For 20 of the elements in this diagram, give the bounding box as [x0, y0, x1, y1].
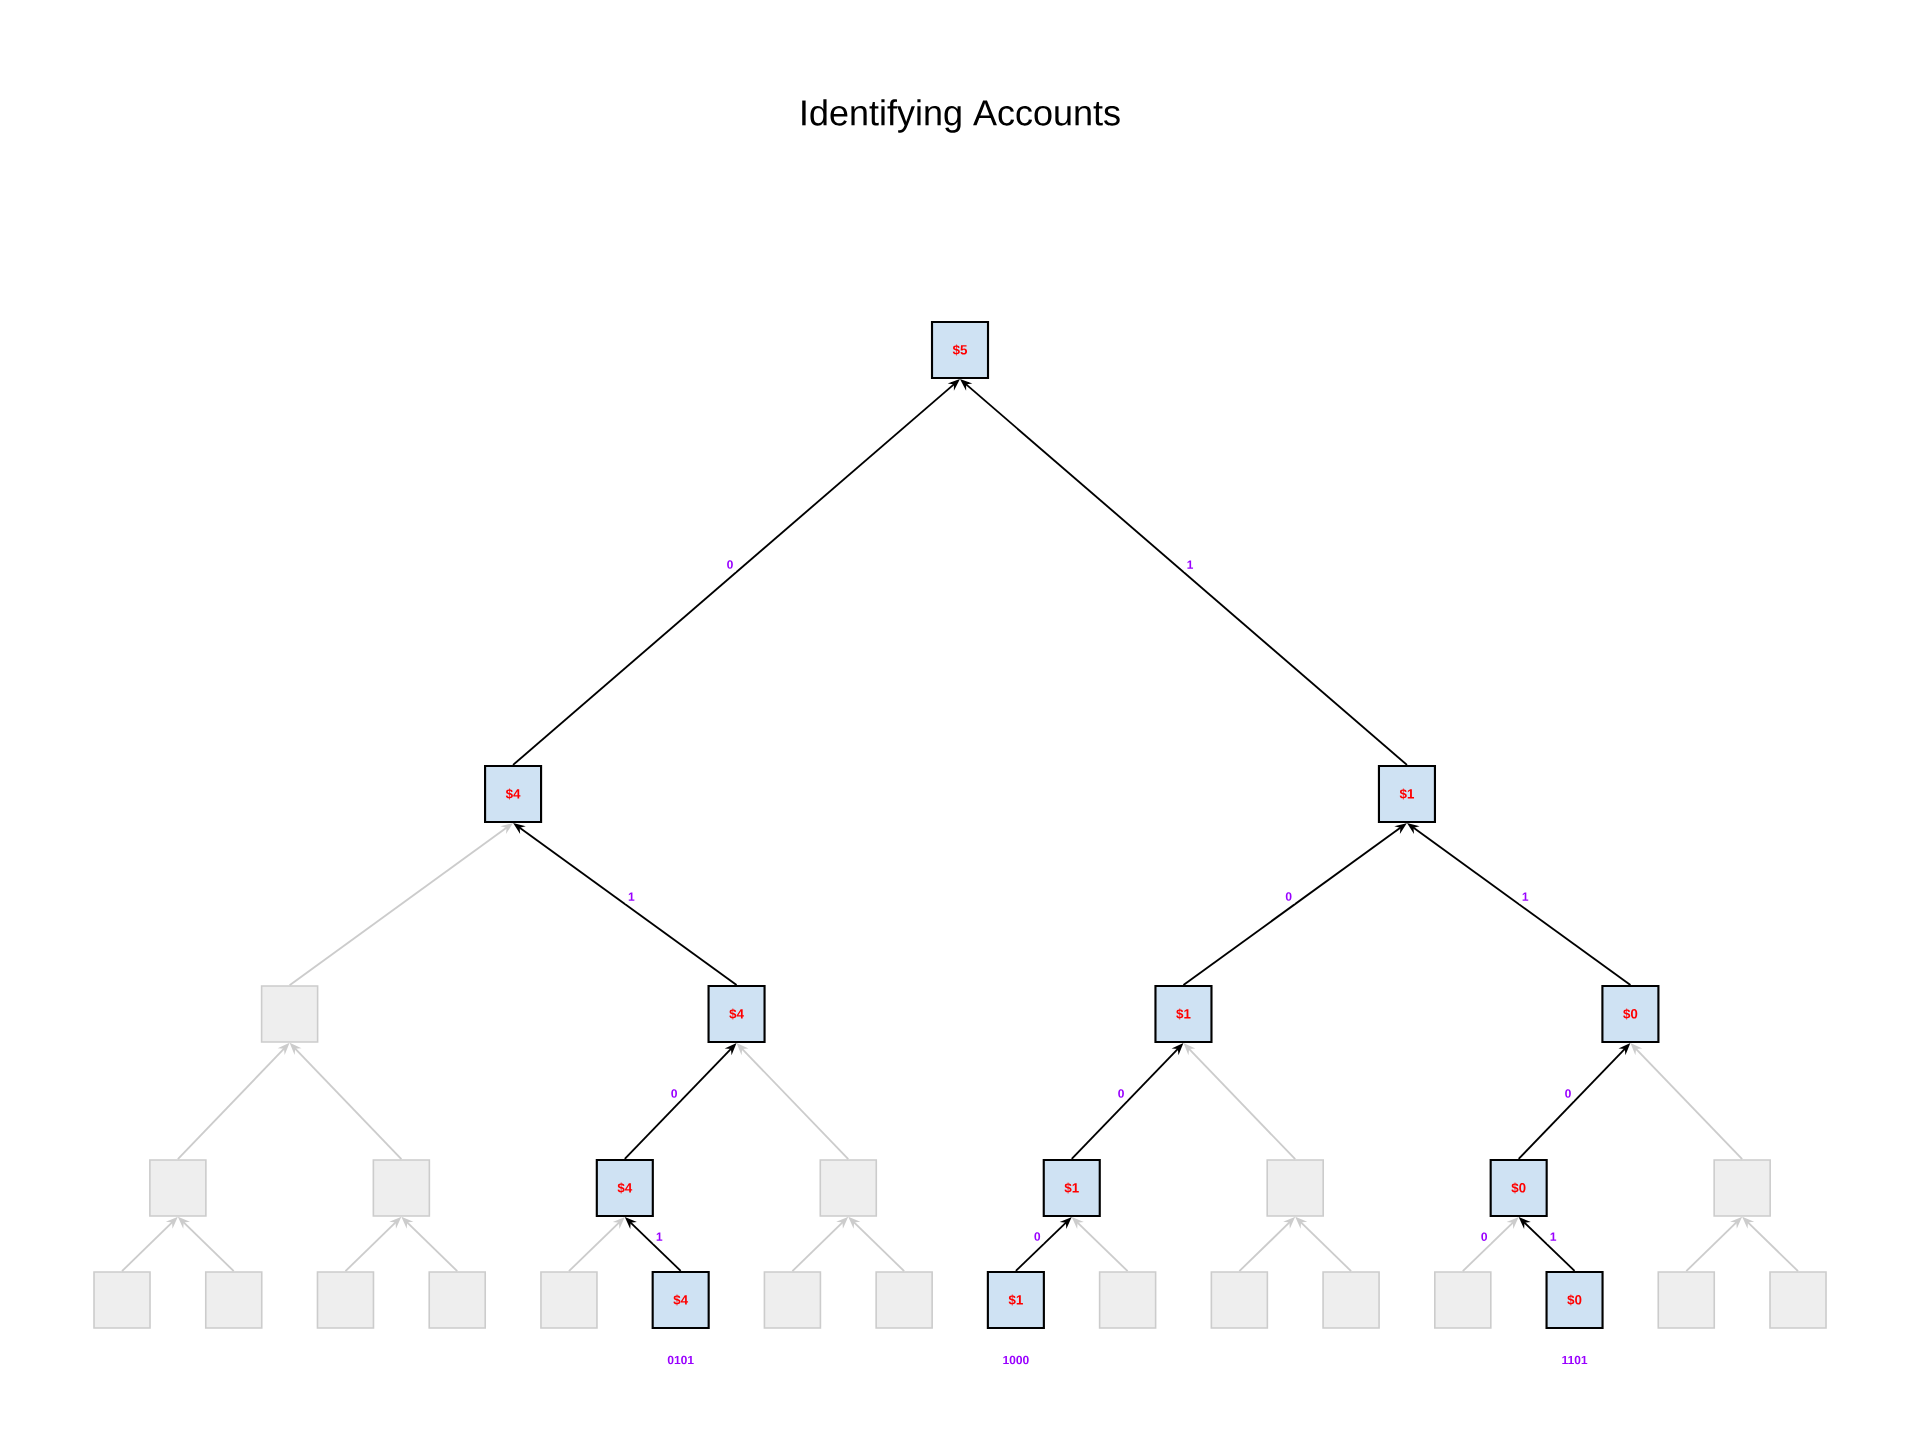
empty-box [1266, 1159, 1324, 1217]
empty-box [763, 1271, 822, 1329]
empty-box [204, 1271, 263, 1329]
empty-box [875, 1271, 933, 1329]
empty-box [372, 1159, 431, 1217]
empty-box [1322, 1271, 1380, 1329]
empty-box [260, 985, 319, 1043]
empty-box [1210, 1271, 1269, 1329]
empty-box [1657, 1271, 1716, 1329]
empty-box [149, 1159, 207, 1217]
empty-box [1769, 1271, 1827, 1329]
empty-box [428, 1271, 487, 1329]
empty-box [93, 1271, 151, 1329]
empty-box [819, 1159, 878, 1217]
empty-box [1713, 1159, 1771, 1217]
empty-box [316, 1271, 375, 1329]
title: Identifying Accounts [802, 99, 1120, 133]
empty-box [540, 1271, 598, 1329]
empty-box [1434, 1271, 1492, 1329]
empty-box [1098, 1271, 1157, 1329]
